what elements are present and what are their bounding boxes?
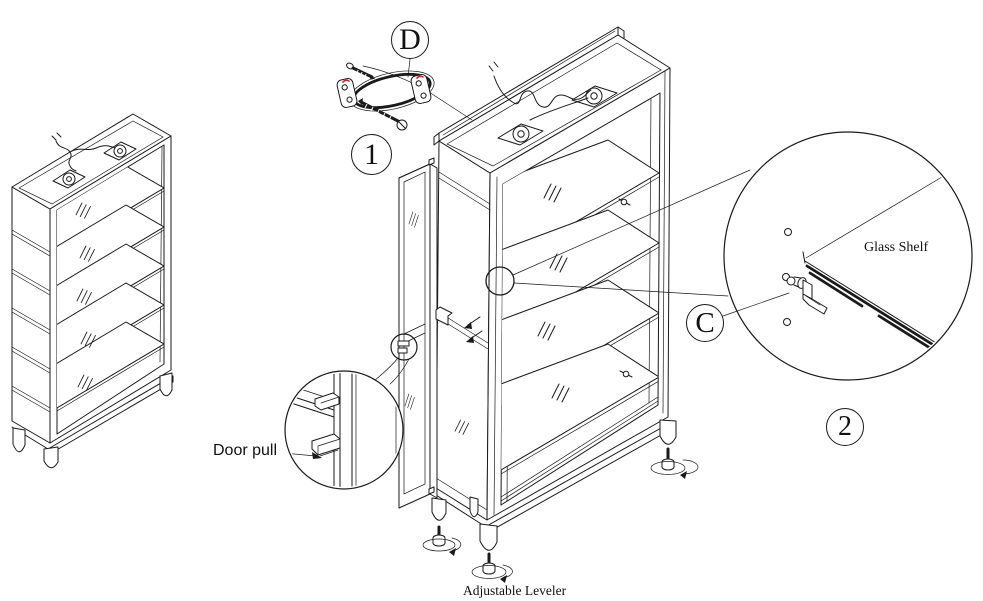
glass-door bbox=[397, 157, 438, 509]
door-pull-detail bbox=[284, 370, 404, 490]
door-pull-label: Door pull bbox=[213, 442, 278, 459]
callout-c: C bbox=[686, 304, 724, 342]
door-mount-arrows bbox=[435, 306, 483, 343]
adjustable-leveler-label: Adjustable Leveler bbox=[463, 583, 567, 598]
power-cord-and-lights bbox=[488, 61, 618, 146]
assembled-cabinet-preview bbox=[11, 113, 174, 469]
mounting-tab-right bbox=[410, 74, 432, 104]
shelf-pin-icon bbox=[786, 276, 828, 315]
screw-icon bbox=[358, 98, 408, 131]
door-pull-icon bbox=[311, 433, 341, 457]
callout-step-2: 2 bbox=[826, 408, 864, 446]
adjustable-levelers bbox=[422, 447, 699, 583]
main-cabinet bbox=[431, 26, 677, 551]
left-cabinet-cord-and-lights bbox=[51, 132, 137, 189]
screw-icon bbox=[346, 62, 375, 80]
shelf-callout-connector bbox=[485, 169, 751, 297]
glass-shelf-label: Glass Shelf bbox=[864, 240, 929, 255]
door-pull-connector bbox=[373, 333, 418, 385]
callout-d: D bbox=[391, 21, 429, 59]
hardware-detail-step1 bbox=[336, 58, 473, 131]
mounting-tab-left bbox=[336, 78, 358, 108]
callout-step-1: 1 bbox=[351, 134, 392, 175]
glass-shelf-detail bbox=[722, 131, 973, 381]
